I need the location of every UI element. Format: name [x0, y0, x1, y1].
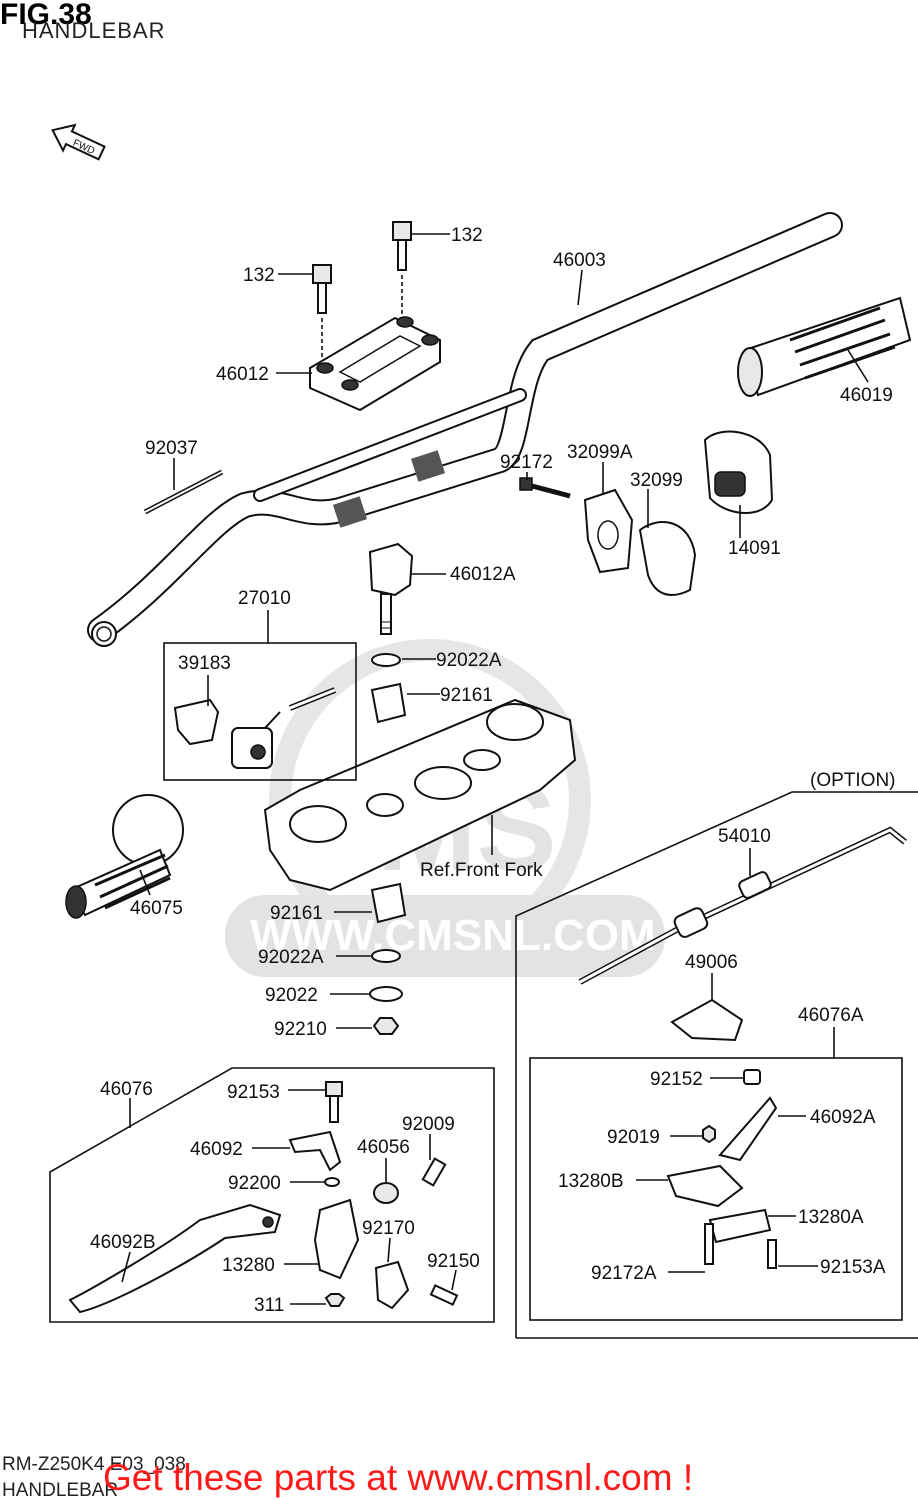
holder-13280A [708, 1208, 772, 1244]
callout-46076: 46076 [100, 1079, 153, 1100]
callout-92210: 92210 [274, 1019, 327, 1040]
figure-title: HANDLEBAR [22, 18, 165, 43]
callout-92153A: 92153A [820, 1257, 886, 1278]
bolt-92150 [429, 1284, 459, 1306]
callout-46012: 46012 [216, 364, 269, 385]
clutch-lever-46092B [68, 1203, 282, 1314]
callout-92152: 92152 [650, 1069, 703, 1090]
fwd-arrow-icon: FWD [51, 123, 106, 161]
nut-92019 [702, 1124, 716, 1144]
callout-46092: 46092 [190, 1139, 243, 1160]
watermark-url: WWW.CMSNL.COM [250, 911, 656, 960]
nut-92210 [372, 1017, 400, 1035]
callout-311: 311 [254, 1295, 284, 1316]
callout-39183: 39183 [178, 653, 231, 674]
hot-start-cable-54010 [578, 826, 907, 985]
callout-92153: 92153 [227, 1082, 280, 1103]
screw-92172 [519, 477, 571, 499]
washer-92022 [369, 986, 403, 1002]
clamp-92170 [374, 1260, 410, 1310]
drawing-code: RM-Z250K4 E03_038 [2, 1454, 186, 1475]
engine-stop-switch [231, 687, 337, 769]
collar-92152 [743, 1069, 761, 1085]
throttle-cover-14091 [703, 430, 774, 514]
callout-54010: 54010 [718, 826, 771, 847]
holder-46012A [368, 542, 414, 635]
callout-13280: 13280 [222, 1255, 275, 1276]
callout-46092B: 46092B [90, 1232, 156, 1253]
pin-92037 [143, 469, 224, 515]
callout-92019: 92019 [607, 1127, 660, 1148]
throttle-housing-32099A [583, 488, 634, 574]
switch-group-box [163, 642, 357, 781]
callout-92022A-top: 92022A [436, 650, 502, 671]
callout-92172: 92172 [500, 452, 553, 473]
callout-92022: 92022 [265, 985, 318, 1006]
adjuster-92009 [421, 1157, 447, 1187]
bolt-132-left [312, 264, 332, 362]
callout-46019: 46019 [840, 385, 893, 406]
clutch-lever-box [49, 1067, 495, 1323]
option-frame [515, 791, 918, 1338]
callout-92161-top: 92161 [440, 685, 493, 706]
lever-46092 [288, 1130, 342, 1172]
cable-guide-49006 [670, 998, 744, 1042]
handlebar-46003 [87, 212, 843, 647]
callout-46076A: 46076A [798, 1005, 864, 1026]
upper-triple-clamp [263, 698, 577, 892]
callout-32099A: 32099A [567, 442, 633, 463]
callout-46056: 46056 [357, 1137, 410, 1158]
callout-92037: 92037 [145, 438, 198, 459]
callout-13280B: 13280B [558, 1171, 624, 1192]
throttle-housing-32099 [638, 521, 697, 596]
washer-92200 [324, 1177, 340, 1187]
adjuster-46056 [373, 1182, 399, 1204]
bolt-132-top [392, 221, 412, 320]
callout-46075: 46075 [130, 898, 183, 919]
callout-92009: 92009 [402, 1114, 455, 1135]
screw-92172A [704, 1223, 714, 1265]
callout-132-top: 132 [451, 225, 483, 246]
washer-92022A-bottom [371, 949, 401, 963]
callout-92200: 92200 [228, 1173, 281, 1194]
switch-clamp-39183 [173, 698, 220, 746]
callout-32099: 32099 [630, 470, 683, 491]
callout-92022A-bottom: 92022A [258, 947, 324, 968]
leader-lines [121, 233, 869, 1305]
nut-311 [324, 1293, 346, 1307]
callout-92170: 92170 [362, 1218, 415, 1239]
left-grip-46075 [65, 794, 184, 919]
promo-link[interactable]: Get these parts at www.cmsnl.com ! [103, 1457, 693, 1498]
callout-46012A: 46012A [450, 564, 516, 585]
option-label: (OPTION) [810, 770, 896, 791]
throttle-grip-46019 [737, 296, 912, 397]
drawing-name: HANDLEBAR [2, 1480, 118, 1500]
callout-132-left: 132 [243, 265, 275, 286]
screw-92153A [767, 1239, 777, 1269]
ref-front-fork-label: Ref.Front Fork [420, 860, 543, 881]
lever-holder-13280 [313, 1198, 360, 1280]
washer-92022A-top [371, 653, 401, 667]
figure-number: FIG.38 [0, 0, 92, 31]
handlebar-clamp-46012 [309, 316, 441, 412]
callout-92161-bottom: 92161 [270, 903, 323, 924]
hot-start-lever-box [529, 1057, 903, 1321]
callout-46092A: 46092A [810, 1107, 876, 1128]
lever-46092A [718, 1096, 778, 1162]
bolt-92153 [325, 1081, 343, 1097]
rubber-92161-bottom [370, 882, 407, 924]
callout-49006: 49006 [685, 952, 738, 973]
callout-92172A: 92172A [591, 1263, 657, 1284]
callout-13280A: 13280A [798, 1207, 864, 1228]
callout-92150: 92150 [427, 1251, 480, 1272]
rubber-92161-top [370, 682, 407, 724]
holder-13280B [666, 1164, 744, 1208]
callout-27010: 27010 [238, 588, 291, 609]
callout-46003: 46003 [553, 250, 606, 271]
callout-14091: 14091 [728, 538, 781, 559]
